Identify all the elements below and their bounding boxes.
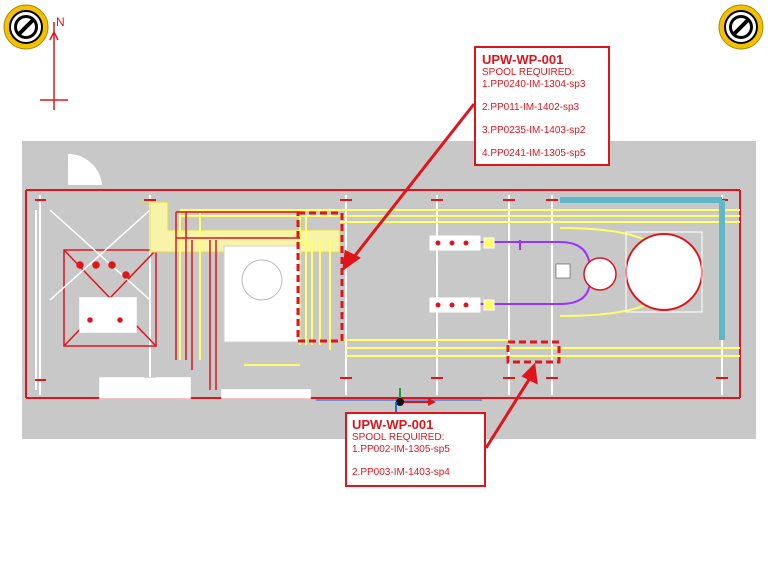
leader-arrow-bottom [484, 362, 538, 449]
callout-subtitle: SPOOL REQUIRED: [482, 67, 575, 78]
column-markers [35, 199, 728, 381]
left-equipment [49, 209, 311, 399]
valve-row-bottom [429, 297, 495, 313]
spool-item: 1.PP0240-IM-1304-sp3 [482, 79, 586, 90]
spool-callout-bottom: UPW-WP-001 SPOOL REQUIRED: 1.PP002-IM-13… [345, 412, 486, 487]
callout-title: UPW-WP-001 [352, 417, 434, 432]
highlight-box-top [296, 211, 344, 343]
leader-arrow-top [342, 103, 476, 272]
spool-item: 1.PP002-IM-1305-sp5 [352, 444, 450, 455]
north-arrow: N [40, 15, 68, 110]
axis-gizmo [395, 388, 436, 412]
highlight-box-bottom [506, 340, 561, 364]
callout-title: UPW-WP-001 [482, 52, 564, 67]
no-entry-icon [718, 4, 764, 50]
spool-item: 2.PP011-IM-1402-sp3 [482, 102, 580, 113]
valve-row-top [429, 235, 495, 251]
left-valves [76, 261, 130, 323]
red-pipes [175, 211, 300, 390]
spool-item: 2.PP003-IM-1403-sp4 [352, 467, 450, 478]
main-duct [140, 201, 341, 253]
spool-item: 3.PP0235-IM-1403-sp2 [482, 125, 586, 136]
small-tank [583, 257, 617, 291]
cyan-pipes [560, 197, 725, 340]
no-entry-icon [3, 4, 49, 50]
tank-enclosure [223, 245, 301, 343]
door-swing [68, 153, 102, 185]
tank-pad [625, 231, 703, 313]
spool-callout-top: UPW-WP-001 SPOOL REQUIRED: 1.PP0240-IM-1… [474, 46, 610, 166]
north-label: N [56, 15, 65, 29]
control-box [555, 263, 571, 279]
large-tank [625, 233, 703, 311]
spool-item: 4.PP0241-IM-1305-sp5 [482, 148, 586, 159]
callout-subtitle: SPOOL REQUIRED: [352, 432, 445, 443]
tank-outline [241, 259, 283, 301]
